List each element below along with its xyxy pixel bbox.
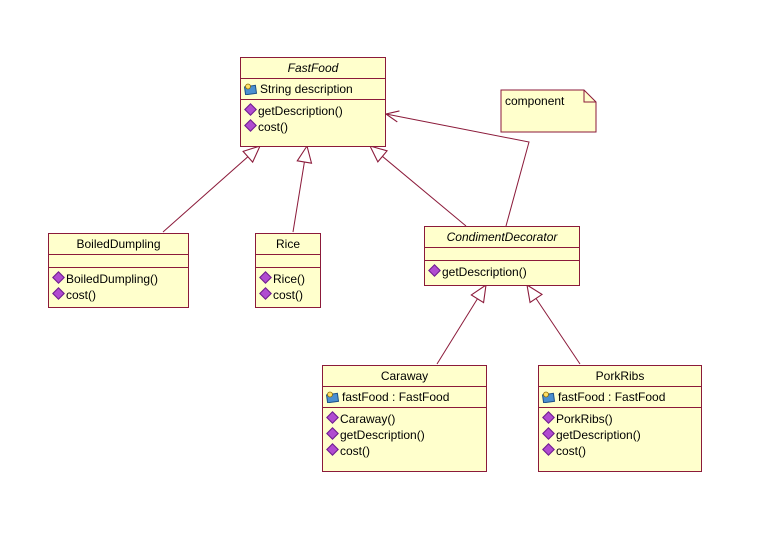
attribute-text: fastFood : FastFood bbox=[558, 390, 666, 404]
operation-row: getDescription() bbox=[542, 427, 701, 443]
operation-section: BoiledDumpling() cost() bbox=[49, 268, 188, 303]
attribute-section bbox=[425, 248, 579, 261]
class-name: BoiledDumpling bbox=[49, 234, 188, 255]
operation-row: Rice() bbox=[259, 271, 320, 287]
public-operation-icon bbox=[326, 427, 339, 440]
generalization-caraway-to-condimentdecorator bbox=[436, 285, 486, 365]
operation-text: cost() bbox=[273, 288, 303, 302]
public-operation-icon bbox=[259, 271, 272, 284]
note-shape bbox=[500, 89, 597, 133]
operation-text: getDescription() bbox=[258, 104, 343, 118]
generalization-boileddumpling-to-fastfood bbox=[162, 146, 260, 233]
operation-row: cost() bbox=[52, 287, 188, 303]
operation-text: Caraway() bbox=[340, 412, 396, 426]
operation-row: cost() bbox=[244, 119, 385, 135]
note-component: component bbox=[501, 90, 596, 132]
public-operation-icon bbox=[52, 287, 65, 300]
operation-row: BoiledDumpling() bbox=[52, 271, 188, 287]
operation-row: cost() bbox=[259, 287, 320, 303]
attribute-row: fastFood : FastFood bbox=[542, 389, 701, 405]
class-name: CondimentDecorator bbox=[425, 227, 579, 248]
operation-text: cost() bbox=[556, 444, 586, 458]
operation-row: PorkRibs() bbox=[542, 411, 701, 427]
class-name: Caraway bbox=[323, 366, 486, 387]
class-rice[interactable]: Rice Rice() cost() bbox=[255, 233, 321, 308]
public-operation-icon bbox=[244, 103, 257, 116]
operation-text: Rice() bbox=[273, 272, 305, 286]
operation-section: Caraway() getDescription() cost() bbox=[323, 408, 486, 459]
operation-text: PorkRibs() bbox=[556, 412, 613, 426]
operation-row: cost() bbox=[542, 443, 701, 459]
operation-section: Rice() cost() bbox=[256, 268, 320, 303]
class-name: FastFood bbox=[241, 58, 385, 79]
operation-section: getDescription() bbox=[425, 261, 579, 280]
public-operation-icon bbox=[428, 264, 441, 277]
class-name: PorkRibs bbox=[539, 366, 701, 387]
operation-text: getDescription() bbox=[442, 265, 527, 279]
protected-attribute-icon bbox=[542, 391, 556, 403]
public-operation-icon bbox=[542, 443, 555, 456]
class-boileddumpling[interactable]: BoiledDumpling BoiledDumpling() cost() bbox=[48, 233, 189, 308]
operation-text: BoiledDumpling() bbox=[66, 272, 159, 286]
attribute-text: fastFood : FastFood bbox=[342, 390, 450, 404]
operation-row: cost() bbox=[326, 443, 486, 459]
public-operation-icon bbox=[52, 271, 65, 284]
attribute-row: String description bbox=[244, 81, 385, 97]
operation-row: getDescription() bbox=[326, 427, 486, 443]
operation-text: getDescription() bbox=[556, 428, 641, 442]
generalization-porkribs-to-condimentdecorator bbox=[527, 285, 581, 365]
operation-row: getDescription() bbox=[428, 264, 579, 280]
attribute-section bbox=[256, 255, 320, 268]
operation-section: PorkRibs() getDescription() cost() bbox=[539, 408, 701, 459]
public-operation-icon bbox=[244, 119, 257, 132]
generalization-condimentdecorator-to-fastfood bbox=[370, 146, 467, 227]
class-caraway[interactable]: Caraway fastFood : FastFood Caraway() ge… bbox=[322, 365, 487, 472]
association-component bbox=[386, 114, 530, 227]
attribute-section bbox=[49, 255, 188, 268]
attribute-section: String description bbox=[241, 79, 385, 100]
operation-text: cost() bbox=[258, 120, 288, 134]
generalization-rice-to-fastfood bbox=[292, 146, 307, 233]
operation-row: getDescription() bbox=[244, 103, 385, 119]
public-operation-icon bbox=[542, 411, 555, 424]
operation-row: Caraway() bbox=[326, 411, 486, 427]
public-operation-icon bbox=[259, 287, 272, 300]
operation-text: cost() bbox=[340, 444, 370, 458]
class-condimentdecorator[interactable]: CondimentDecorator getDescription() bbox=[424, 226, 580, 286]
public-operation-icon bbox=[326, 443, 339, 456]
class-porkribs[interactable]: PorkRibs fastFood : FastFood PorkRibs() … bbox=[538, 365, 702, 472]
attribute-section: fastFood : FastFood bbox=[539, 387, 701, 408]
class-name: Rice bbox=[256, 234, 320, 255]
protected-attribute-icon bbox=[326, 391, 340, 403]
operation-section: getDescription() cost() bbox=[241, 100, 385, 135]
attribute-row: fastFood : FastFood bbox=[326, 389, 486, 405]
attribute-section: fastFood : FastFood bbox=[323, 387, 486, 408]
operation-text: getDescription() bbox=[340, 428, 425, 442]
public-operation-icon bbox=[542, 427, 555, 440]
protected-attribute-icon bbox=[244, 83, 258, 95]
public-operation-icon bbox=[326, 411, 339, 424]
class-fastfood[interactable]: FastFood String description getDescripti… bbox=[240, 57, 386, 147]
note-text: component bbox=[505, 94, 565, 108]
attribute-text: String description bbox=[260, 82, 353, 96]
note-fold bbox=[583, 90, 596, 103]
operation-text: cost() bbox=[66, 288, 96, 302]
